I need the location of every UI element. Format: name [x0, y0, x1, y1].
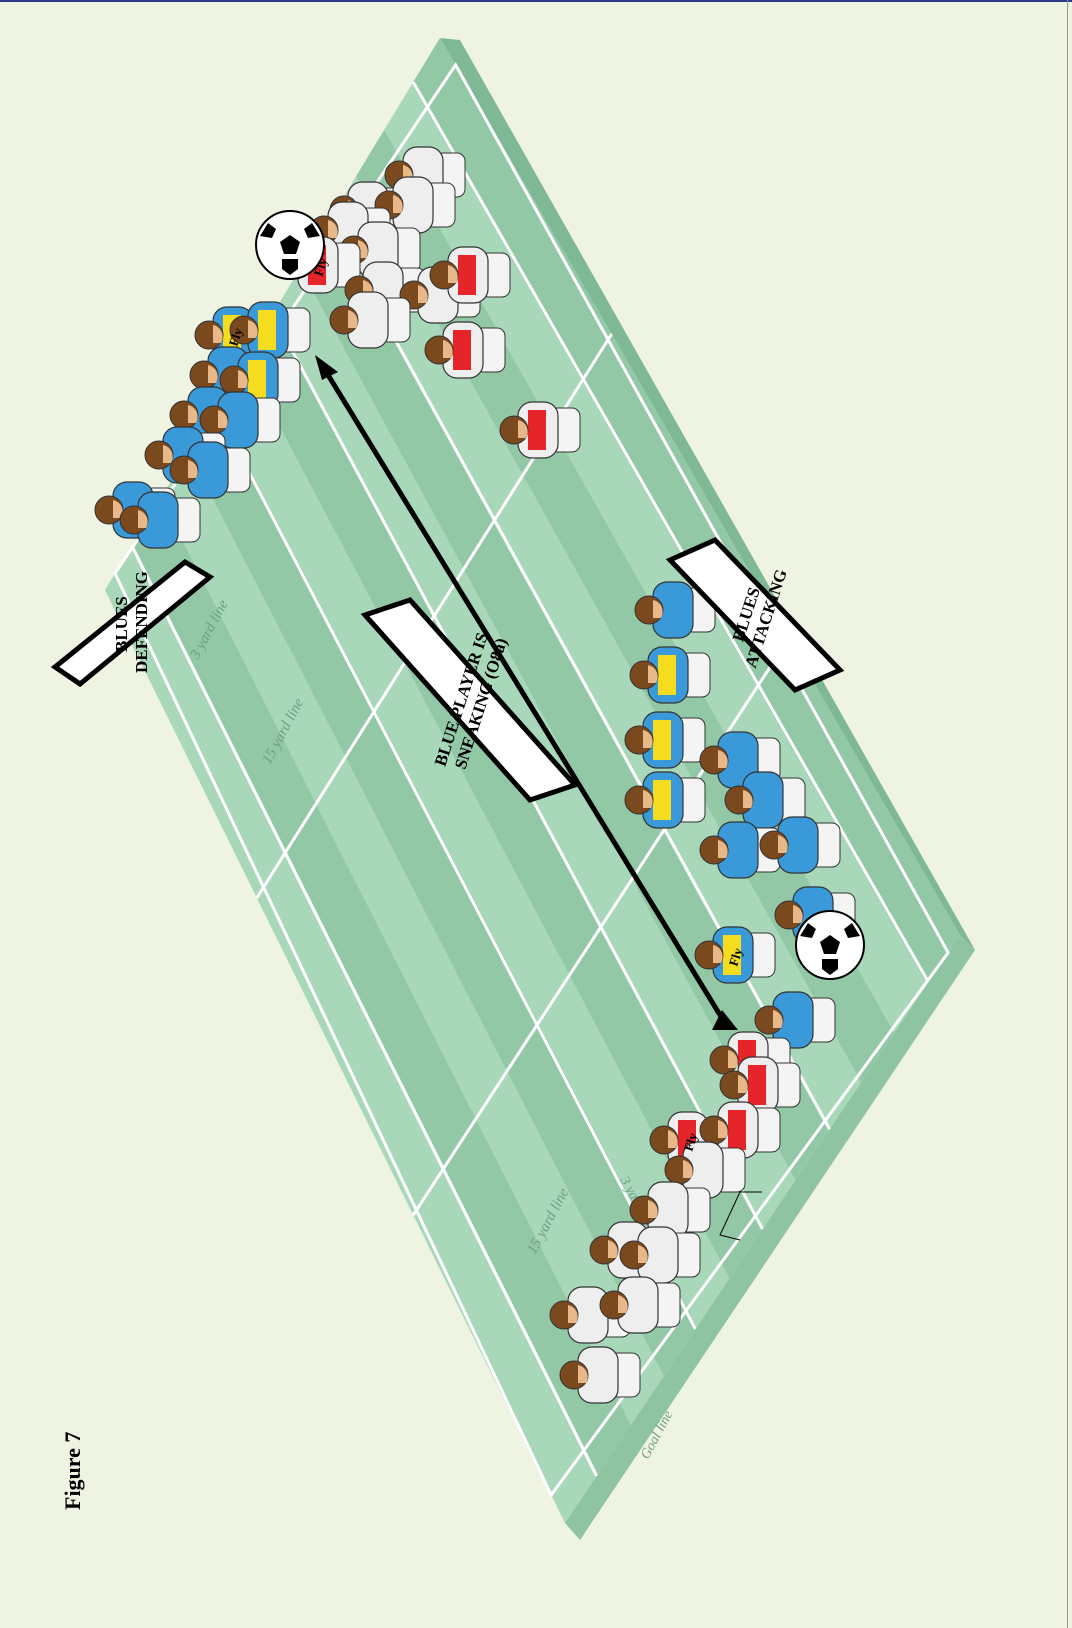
player	[624, 711, 706, 769]
player	[664, 1141, 746, 1199]
player	[619, 1226, 701, 1284]
field-stripe	[244, 314, 763, 1278]
player	[424, 321, 506, 379]
player	[499, 401, 581, 459]
field-stripe	[300, 222, 829, 1180]
player	[169, 441, 251, 499]
yard-line	[411, 81, 930, 983]
player	[754, 991, 836, 1049]
soccer-ball-top	[255, 210, 325, 280]
fly-tag: Fly	[726, 946, 746, 968]
player	[624, 771, 706, 829]
fly-tag: Fly	[226, 326, 246, 348]
field-edge	[565, 935, 975, 1540]
player	[374, 176, 456, 234]
fly-tag: Fly	[681, 1131, 701, 1153]
right-rule	[1067, 0, 1068, 1628]
player	[759, 816, 841, 874]
field-stripe	[188, 406, 697, 1376]
defending-line-1: BLUES	[112, 596, 131, 652]
arrowhead-top-icon	[315, 355, 338, 380]
player	[559, 1346, 641, 1404]
yard-line	[130, 545, 598, 1477]
field-stripe	[412, 38, 960, 984]
player	[694, 926, 776, 984]
player	[119, 491, 201, 549]
player	[599, 1276, 681, 1334]
top-rule	[0, 0, 1072, 2]
player	[329, 291, 411, 349]
player	[699, 1101, 781, 1159]
player	[429, 246, 511, 304]
player	[629, 646, 711, 704]
arrowhead-bottom-icon	[712, 1010, 738, 1030]
blues-defending-box: BLUES DEFENDING	[50, 558, 215, 688]
player	[699, 731, 781, 789]
player	[719, 1056, 801, 1114]
player	[229, 301, 311, 359]
yard-line	[214, 407, 697, 1330]
bracket-mark	[719, 1191, 762, 1241]
figure-label: Figure 7	[60, 1432, 85, 1510]
field-edge-top	[440, 38, 975, 950]
soccer-ball-bottom	[795, 910, 865, 980]
sneak-arrow	[315, 355, 738, 1030]
svg-text:BLUES DEFENDING: BLUES DEFENDING	[112, 571, 151, 673]
defending-line-2: DEFENDING	[132, 571, 151, 673]
player	[199, 391, 281, 449]
player	[629, 1181, 711, 1239]
field-stripe	[132, 498, 631, 1474]
